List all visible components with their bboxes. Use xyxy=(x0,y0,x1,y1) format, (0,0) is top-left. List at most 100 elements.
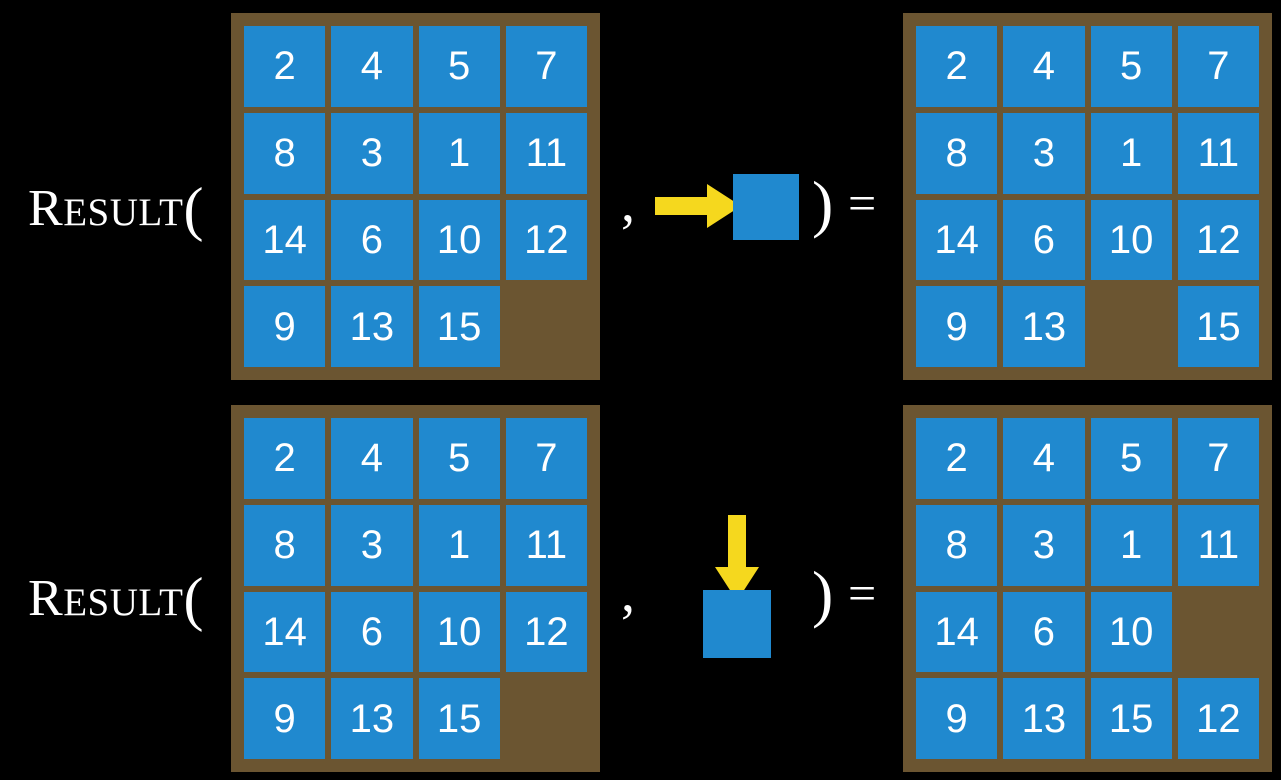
puzzle-tile[interactable]: 4 xyxy=(1003,26,1085,107)
puzzle-tile[interactable]: 12 xyxy=(1177,678,1259,759)
puzzle-tile[interactable]: 1 xyxy=(418,504,500,586)
puzzle-tile[interactable]: 14 xyxy=(244,591,326,673)
tile-number: 2 xyxy=(273,44,296,89)
puzzle-tile[interactable]: 7 xyxy=(1177,418,1259,499)
puzzle-tile[interactable]: 8 xyxy=(244,504,326,586)
tile-number: 1 xyxy=(448,131,471,176)
puzzle-tile[interactable]: 6 xyxy=(331,591,413,673)
arrow-down-icon xyxy=(713,515,761,601)
tile-number: 10 xyxy=(436,609,482,654)
tile-number: 13 xyxy=(349,304,395,349)
tile-number: 3 xyxy=(360,523,383,568)
puzzle-tile[interactable]: 3 xyxy=(331,504,413,586)
puzzle-tile[interactable]: 1 xyxy=(1090,504,1172,586)
puzzle-tile[interactable]: 12 xyxy=(505,199,587,281)
tile-number: 2 xyxy=(273,436,296,481)
tile-number: 6 xyxy=(360,609,383,654)
tile-number: 15 xyxy=(436,304,482,349)
puzzle-tile[interactable]: 4 xyxy=(1003,418,1085,499)
tile-number: 12 xyxy=(524,609,569,654)
puzzle-tile[interactable]: 2 xyxy=(244,26,326,107)
puzzle-tile[interactable]: 14 xyxy=(916,591,998,673)
puzzle-tile[interactable]: 4 xyxy=(331,418,413,499)
puzzle-tile[interactable]: 2 xyxy=(244,418,326,499)
result-label-smallcaps: ESULT xyxy=(63,581,184,624)
tile-number: 3 xyxy=(360,131,383,176)
puzzle-tile[interactable]: 14 xyxy=(244,199,326,281)
tile-number: 15 xyxy=(436,696,482,741)
puzzle-tile[interactable]: 10 xyxy=(418,199,500,281)
puzzle-tile[interactable]: 8 xyxy=(916,504,998,586)
puzzle-empty-cell xyxy=(505,286,587,367)
puzzle-empty-cell xyxy=(1177,591,1259,673)
puzzle-tile[interactable]: 9 xyxy=(244,286,326,367)
tile-number: 5 xyxy=(448,436,471,481)
tile-number: 13 xyxy=(1021,304,1067,349)
tile-number: 10 xyxy=(436,217,482,262)
tile-number: 2 xyxy=(945,44,968,89)
tile-number: 1 xyxy=(1120,131,1143,176)
puzzle-tile[interactable]: 11 xyxy=(1177,112,1259,194)
tile-number: 11 xyxy=(1197,131,1240,176)
puzzle-tile[interactable]: 5 xyxy=(418,418,500,499)
puzzle-tile[interactable]: 6 xyxy=(331,199,413,281)
puzzle-tile[interactable]: 10 xyxy=(1090,199,1172,281)
close-paren-row2: ) xyxy=(812,558,834,629)
puzzle-tile[interactable]: 13 xyxy=(1003,678,1085,759)
puzzle-tile[interactable]: 13 xyxy=(331,286,413,367)
tile-number: 4 xyxy=(360,436,383,481)
puzzle-tile[interactable]: 5 xyxy=(1090,26,1172,107)
tile-number: 4 xyxy=(360,44,383,89)
tile-number: 14 xyxy=(934,609,979,654)
puzzle-tile[interactable]: 8 xyxy=(916,112,998,194)
puzzle-tile[interactable]: 3 xyxy=(1003,112,1085,194)
puzzle-tile[interactable]: 15 xyxy=(418,286,500,367)
puzzle-tile[interactable]: 5 xyxy=(1090,418,1172,499)
tile-number: 6 xyxy=(1032,609,1055,654)
tile-number: 10 xyxy=(1108,609,1154,654)
tile-number: 6 xyxy=(1032,217,1055,262)
puzzle-tile[interactable]: 3 xyxy=(1003,504,1085,586)
tile-number: 8 xyxy=(273,523,296,568)
puzzle-tile[interactable]: 11 xyxy=(1177,504,1259,586)
puzzle-tile[interactable]: 5 xyxy=(418,26,500,107)
puzzle-tile[interactable]: 11 xyxy=(505,112,587,194)
puzzle-tile[interactable]: 13 xyxy=(1003,286,1085,367)
puzzle-tile[interactable]: 11 xyxy=(505,504,587,586)
puzzle-tile[interactable]: 13 xyxy=(331,678,413,759)
puzzle-tile[interactable]: 12 xyxy=(505,591,587,673)
tile-number: 15 xyxy=(1196,304,1241,349)
tile-number: 10 xyxy=(1108,217,1154,262)
puzzle-tile[interactable]: 1 xyxy=(1090,112,1172,194)
puzzle-tile[interactable]: 4 xyxy=(331,26,413,107)
puzzle-tile[interactable]: 15 xyxy=(418,678,500,759)
puzzle-tile[interactable]: 7 xyxy=(505,26,587,107)
puzzle-tile[interactable]: 1 xyxy=(418,112,500,194)
puzzle-tile[interactable]: 9 xyxy=(244,678,326,759)
tile-number: 9 xyxy=(945,304,968,349)
puzzle-tile[interactable]: 7 xyxy=(1177,26,1259,107)
puzzle-tile[interactable]: 3 xyxy=(331,112,413,194)
puzzle-tile[interactable]: 10 xyxy=(1090,591,1172,673)
puzzle-tile[interactable]: 15 xyxy=(1177,286,1259,367)
puzzle-tile[interactable]: 15 xyxy=(1090,678,1172,759)
puzzle-tile[interactable]: 6 xyxy=(1003,591,1085,673)
puzzle-tile[interactable]: 7 xyxy=(505,418,587,499)
puzzle-tile[interactable]: 9 xyxy=(916,286,998,367)
separator-comma-row1: , xyxy=(621,172,635,234)
puzzle-tile[interactable]: 12 xyxy=(1177,199,1259,281)
puzzle-tile[interactable]: 10 xyxy=(418,591,500,673)
puzzle-tile[interactable]: 2 xyxy=(916,26,998,107)
puzzle-tile[interactable]: 2 xyxy=(916,418,998,499)
puzzle-tile[interactable]: 8 xyxy=(244,112,326,194)
result-label-row1: RESULT( xyxy=(28,175,204,239)
equals-sign-row2: = xyxy=(848,565,877,621)
tile-number: 11 xyxy=(1197,523,1240,568)
puzzle-tile[interactable]: 14 xyxy=(916,199,998,281)
puzzle-tile[interactable]: 9 xyxy=(916,678,998,759)
puzzle-tile[interactable]: 6 xyxy=(1003,199,1085,281)
tile-number: 7 xyxy=(1207,436,1230,481)
tile-number: 5 xyxy=(448,44,471,89)
